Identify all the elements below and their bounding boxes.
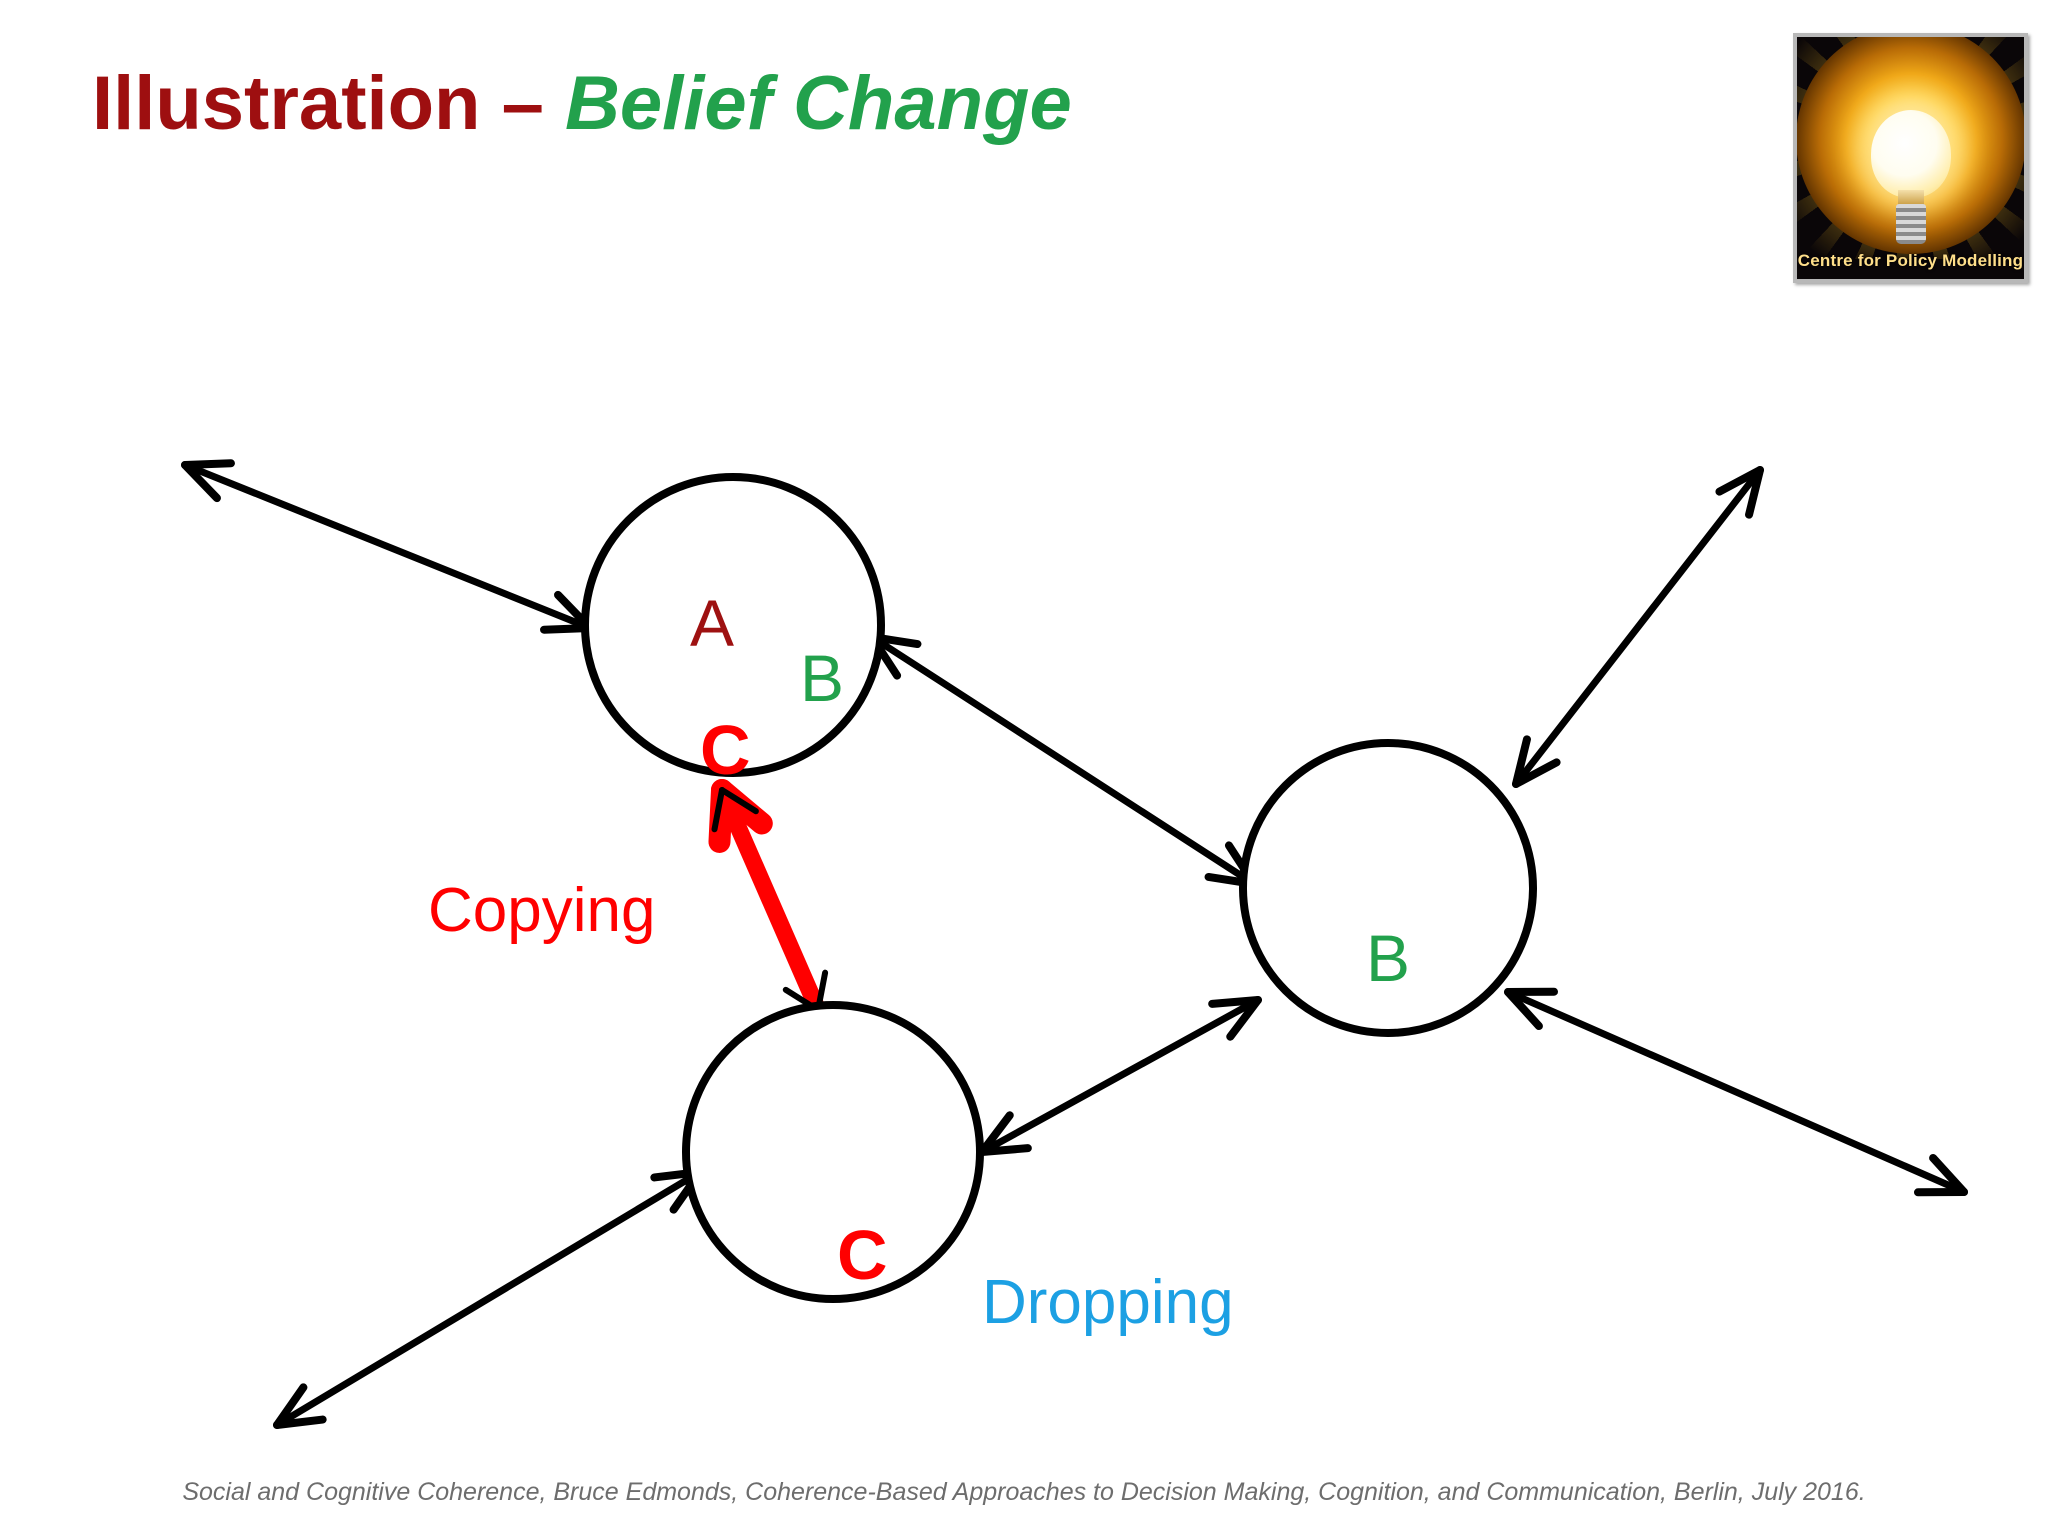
agent-bottom-left xyxy=(682,1001,984,1303)
node-layer xyxy=(581,473,1537,1303)
edge-bottomleft-to-right xyxy=(978,996,1262,1156)
arrowhead-stroke-2 xyxy=(1929,1153,1968,1196)
lightbulb-icon xyxy=(1870,109,1951,198)
edge-copying-red xyxy=(708,779,829,1019)
arrowhead-stroke-1 xyxy=(181,459,235,469)
arrowhead-stroke-1 xyxy=(978,1111,1014,1156)
page-title-main: Illustration – xyxy=(92,61,565,146)
belief-a-in-agent-top-left: A xyxy=(690,586,735,660)
edge-right-outward-ne xyxy=(1512,466,1764,788)
agent-right xyxy=(1239,739,1537,1037)
slide-footer: Social and Cognitive Coherence, Bruce Ed… xyxy=(182,1478,1866,1506)
arrowhead-stroke-2 xyxy=(1208,996,1262,1008)
belief-b-in-agent-top-left: B xyxy=(800,641,845,715)
lightbulb-base-icon xyxy=(1895,203,1926,244)
page-title-emphasis: Belief Change xyxy=(564,61,1072,146)
arrowhead-stroke-2 xyxy=(181,461,221,503)
arrowhead-stroke-2 xyxy=(1715,466,1764,496)
label-copying: Copying xyxy=(428,876,656,945)
edge-shaft xyxy=(713,781,827,1019)
arrowhead-stroke-2 xyxy=(273,1415,327,1429)
arrowhead-stroke-1 xyxy=(1226,996,1262,1041)
belief-c-in-agent-bottom-left: C xyxy=(837,1216,888,1294)
arrowhead-stroke-1 xyxy=(1512,735,1531,788)
arrowhead-stroke-1 xyxy=(719,787,759,815)
belief-b-in-agent-right: B xyxy=(1366,921,1411,995)
cpm-logo: Centre for Policy Modelling xyxy=(1793,33,2028,283)
arrowhead-stroke-2 xyxy=(1512,758,1561,788)
edge-topleft-to-right xyxy=(868,633,1258,888)
logo-caption: Centre for Policy Modelling xyxy=(1797,251,2024,270)
edge-shaft xyxy=(868,633,1258,888)
edge-layer xyxy=(181,459,1968,1429)
page-title: Illustration – Belief Change xyxy=(92,62,1072,146)
arrowhead-stroke-2 xyxy=(1504,988,1543,1031)
arrowhead-stroke-1 xyxy=(273,1383,308,1429)
edge-topleft-outward-nw xyxy=(181,459,594,634)
belief-c-in-agent-top-left: C xyxy=(700,711,751,789)
edge-right-outward-se xyxy=(1504,987,1968,1197)
lightbulb-neck-icon xyxy=(1897,189,1924,206)
edge-shaft xyxy=(273,1168,704,1429)
edge-shaft xyxy=(978,996,1262,1156)
arrowhead-stroke-2 xyxy=(978,1144,1032,1156)
edge-shaft xyxy=(181,461,594,632)
label-dropping: Dropping xyxy=(982,1268,1234,1337)
edge-shaft xyxy=(1512,466,1764,788)
edge-bottomleft-outward-sw xyxy=(273,1168,704,1429)
arrowhead-stroke-2 xyxy=(711,787,725,833)
edge-shaft xyxy=(1504,988,1968,1196)
arrowhead-stroke-1 xyxy=(1745,466,1764,519)
agent-top-left xyxy=(581,473,885,777)
